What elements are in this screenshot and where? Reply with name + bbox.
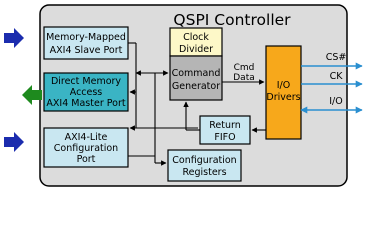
dma-output-arrow	[22, 85, 42, 105]
io-drivers-block: I/O Drivers	[265, 45, 302, 140]
svg-text:Generator: Generator	[172, 81, 220, 92]
svg-text:Clock: Clock	[183, 32, 209, 43]
svg-text:Configuration: Configuration	[172, 155, 236, 166]
svg-text:AXI4-Lite: AXI4-Lite	[65, 132, 108, 143]
output-signals	[300, 62, 363, 114]
cmd-label: Cmd	[234, 63, 255, 73]
ck-signal-label: CK	[330, 71, 344, 82]
clock-divider-block: Clock Divider	[169, 27, 223, 57]
memory-mapped-block: Memory-Mapped AXI4 Slave Port	[43, 26, 129, 60]
axi4-lite-input-arrow	[4, 132, 24, 152]
svg-text:AXI4 Slave Port: AXI4 Slave Port	[50, 45, 123, 56]
svg-text:Port: Port	[77, 154, 96, 165]
svg-text:Return: Return	[209, 120, 241, 131]
svg-text:Drivers: Drivers	[266, 92, 300, 103]
svg-text:Memory-Mapped: Memory-Mapped	[46, 32, 126, 43]
svg-text:Registers: Registers	[182, 167, 226, 178]
svg-text:Access: Access	[70, 87, 103, 98]
data-label: Data	[233, 73, 255, 83]
command-generator-block: Command Generator	[169, 55, 223, 101]
qspi-block-diagram: QSPI Controller Memory-Mapped AXI4 Slave…	[4, 4, 363, 187]
svg-text:Command: Command	[172, 68, 221, 79]
svg-text:AXI4 Master Port: AXI4 Master Port	[46, 98, 125, 109]
return-fifo-block: Return FIFO	[199, 115, 251, 145]
config-registers-block: Configuration Registers	[167, 149, 242, 182]
internal-bus	[128, 42, 266, 166]
svg-text:FIFO: FIFO	[214, 132, 235, 143]
svg-text:I/O: I/O	[277, 80, 290, 91]
io-signal-label: I/O	[329, 96, 342, 107]
svg-text:Direct Memory: Direct Memory	[51, 76, 121, 87]
dma-block: Direct Memory Access AXI4 Master Port	[43, 72, 129, 112]
axi4-lite-block: AXI4-Lite Configuration Port	[43, 127, 129, 168]
diagram-title: QSPI Controller	[173, 11, 291, 29]
cs-signal-label: CS#	[326, 52, 347, 63]
svg-text:Divider: Divider	[179, 44, 213, 55]
memory-mapped-input-arrow	[4, 28, 24, 48]
svg-text:Configuration: Configuration	[54, 143, 118, 154]
